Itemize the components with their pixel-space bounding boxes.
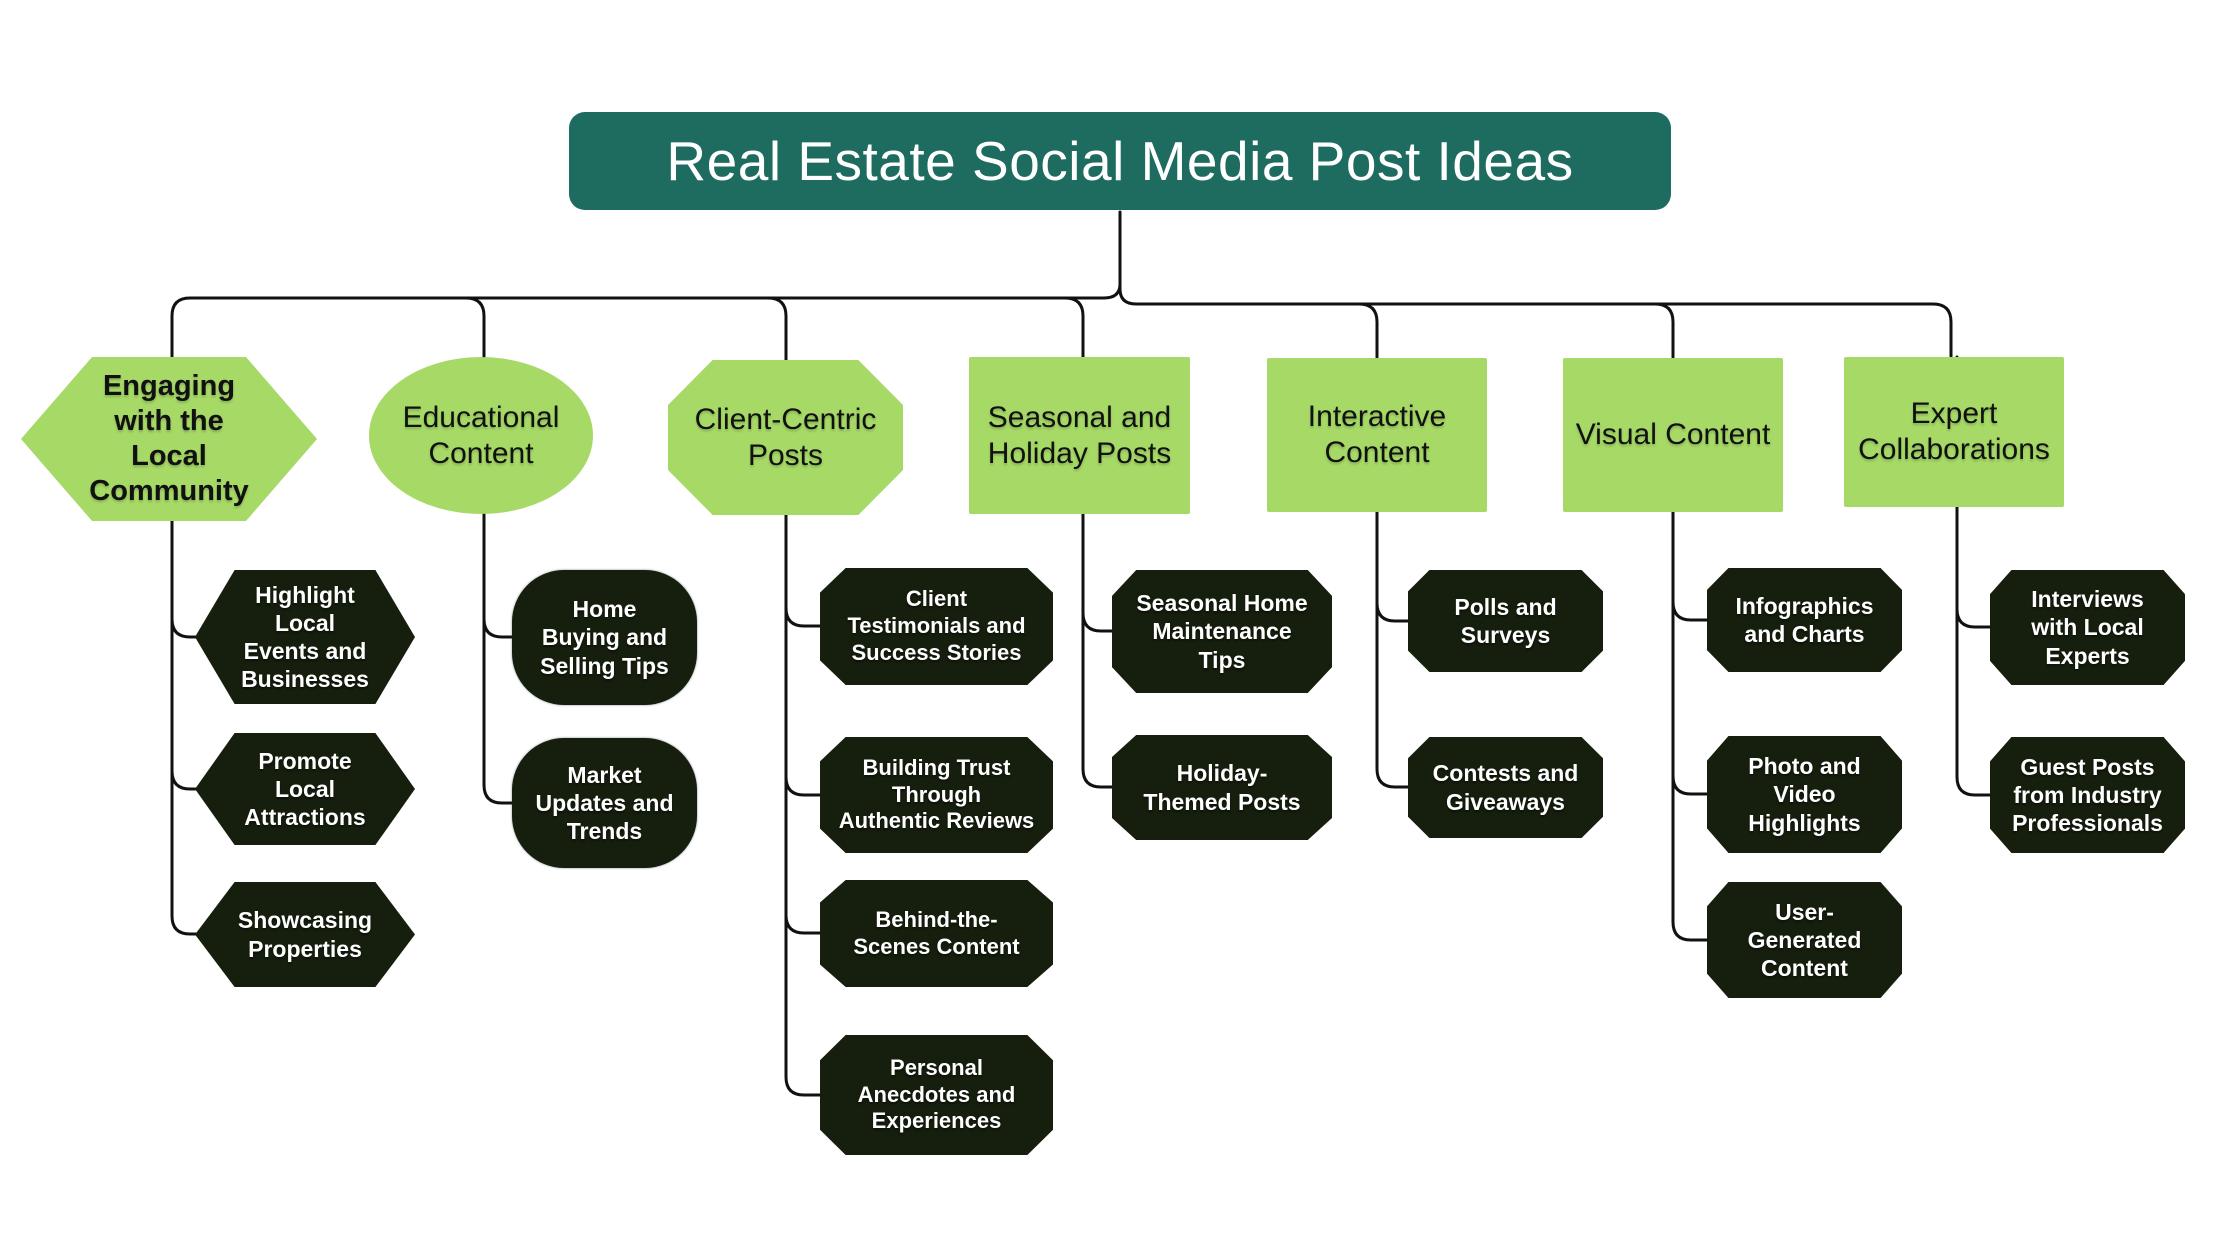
branch-label: Client-Centric Posts [694,402,877,472]
node-label: Photo and Video Highlights [1748,753,1861,836]
trunk-left [170,210,1122,359]
node-label: User- Generated Content [1747,898,1862,982]
node-label: Promote Local Attractions [244,747,366,831]
branch-label: Educational Content [402,400,560,470]
drop-visual [1653,302,1675,360]
node-label: Client Testimonials and Success Stories [847,586,1026,665]
node-promote-local-attractions[interactable]: Promote Local Attractions [195,733,415,845]
branch-educational-content[interactable]: Educational Content [369,357,593,514]
branch-client-centric-posts[interactable]: Client-Centric Posts [668,360,903,515]
branch-label: Engaging with the Local Community [89,370,249,507]
node-photo-video-highlights[interactable]: Photo and Video Highlights [1707,736,1902,853]
node-label: Seasonal Home Maintenance Tips [1136,590,1308,673]
drop-educational [464,296,486,359]
node-label: Infographics and Charts [1735,592,1874,647]
drop-client-centric [766,296,788,362]
node-behind-the-scenes[interactable]: Behind-the- Scenes Content [820,880,1053,987]
node-user-generated-content[interactable]: User- Generated Content [1707,882,1902,998]
node-client-testimonials[interactable]: Client Testimonials and Success Stories [820,568,1053,685]
branch-label: Expert Collaborations [1858,397,2050,466]
node-personal-anecdotes[interactable]: Personal Anecdotes and Experiences [820,1035,1053,1155]
node-polls-surveys[interactable]: Polls and Surveys [1408,570,1603,672]
node-infographics-charts[interactable]: Infographics and Charts [1707,568,1902,672]
node-label: Building Trust Through Authentic Reviews [838,754,1035,834]
node-label: Behind-the- Scenes Content [853,906,1020,959]
drop-seasonal [1063,296,1085,359]
node-label: Market Updates and Trends [535,761,674,845]
branch-label: Visual Content [1575,418,1771,451]
drop-interactive [1357,302,1379,360]
node-contests-giveaways[interactable]: Contests and Giveaways [1408,737,1603,838]
node-seasonal-maintenance-tips[interactable]: Seasonal Home Maintenance Tips [1112,570,1332,693]
node-label: Guest Posts from Industry Professionals [2012,753,2163,837]
node-showcasing-properties[interactable]: Showcasing Properties [195,882,415,987]
branch-interactive-content[interactable]: Interactive Content [1267,358,1487,512]
branch-label: Seasonal and Holiday Posts [987,400,1172,470]
node-label: Home Buying and Selling Tips [540,596,669,679]
branch-seasonal-holiday-posts[interactable]: Seasonal and Holiday Posts [969,357,1190,514]
node-label: Contests and Giveaways [1432,760,1579,815]
spine-visual [1671,356,1711,942]
node-home-buying-selling-tips[interactable]: Home Buying and Selling Tips [512,570,697,705]
node-highlight-local-events[interactable]: Highlight Local Events and Businesses [195,570,415,704]
node-interviews-local-experts[interactable]: Interviews with Local Experts [1990,570,2185,685]
title-label: Real Estate Social Media Post Ideas [666,130,1574,192]
branch-engaging-local-community[interactable]: Engaging with the Local Community [21,357,317,521]
node-label: Interviews with Local Experts [2031,586,2144,669]
node-guest-posts-professionals[interactable]: Guest Posts from Industry Professionals [1990,737,2185,853]
branch-expert-collaborations[interactable]: Expert Collaborations [1844,357,2064,507]
node-holiday-themed-posts[interactable]: Holiday- Themed Posts [1112,735,1332,840]
node-label: Polls and Surveys [1454,593,1557,648]
node-label: Showcasing Properties [237,907,373,962]
branch-visual-content[interactable]: Visual Content [1563,358,1783,512]
title-node[interactable]: Real Estate Social Media Post Ideas [569,112,1671,210]
branch-label: Interactive Content [1307,400,1447,469]
spine-client-centric [784,358,824,1097]
trunk-right [1118,238,1953,359]
node-label: Highlight Local Events and Businesses [241,581,369,693]
node-building-trust-reviews[interactable]: Building Trust Through Authentic Reviews [820,737,1053,853]
spine-engaging [170,355,200,936]
node-market-updates-trends[interactable]: Market Updates and Trends [512,738,697,868]
node-label: Holiday- Themed Posts [1143,760,1301,815]
node-label: Personal Anecdotes and Experiences [857,1054,1016,1134]
